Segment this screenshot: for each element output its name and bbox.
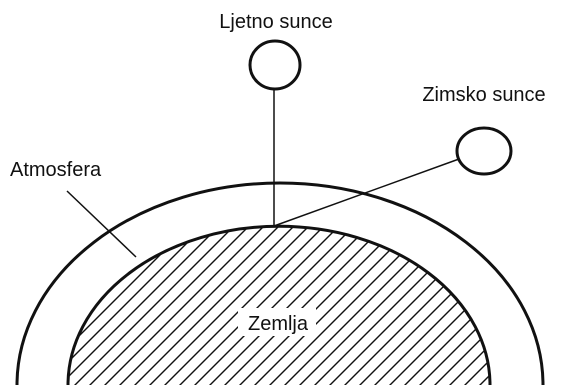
hatch-line bbox=[0, 215, 155, 385]
hatch-line bbox=[200, 215, 380, 385]
hatch-line bbox=[380, 215, 560, 385]
summer-sun-circle bbox=[250, 41, 300, 89]
hatch-line bbox=[0, 215, 110, 385]
hatch-line bbox=[0, 215, 5, 385]
hatch-line bbox=[410, 215, 561, 385]
atmosphere-outline bbox=[17, 183, 543, 385]
hatch-line bbox=[455, 215, 561, 385]
hatch-line bbox=[245, 215, 425, 385]
hatch-line bbox=[155, 215, 335, 385]
hatch-line bbox=[290, 215, 470, 385]
hatch-line bbox=[20, 215, 200, 385]
hatch-line bbox=[260, 215, 440, 385]
hatch-line bbox=[230, 215, 410, 385]
hatch-line bbox=[95, 215, 275, 385]
hatch-line bbox=[530, 215, 561, 385]
hatch-line bbox=[0, 215, 95, 385]
hatch-line bbox=[110, 215, 290, 385]
hatch-line bbox=[65, 215, 245, 385]
hatch-line bbox=[80, 215, 260, 385]
hatch-line bbox=[140, 215, 320, 385]
hatch-line bbox=[50, 215, 230, 385]
winter-sun-ray bbox=[274, 159, 459, 226]
hatch-line bbox=[485, 215, 561, 385]
atmosphere-pointer-line bbox=[67, 191, 136, 257]
winter-sun-circle bbox=[457, 128, 511, 174]
hatch-line bbox=[320, 215, 500, 385]
hatch-line bbox=[545, 215, 561, 385]
earth-hatching bbox=[0, 215, 561, 385]
hatch-line bbox=[470, 215, 561, 385]
hatch-line bbox=[0, 215, 65, 385]
hatch-line bbox=[350, 215, 530, 385]
hatch-line bbox=[515, 215, 561, 385]
hatch-line bbox=[125, 215, 305, 385]
hatch-line bbox=[185, 215, 365, 385]
atmosphere-label: Atmosfera bbox=[10, 159, 102, 181]
winter-sun-label: Zimsko sunce bbox=[422, 84, 545, 106]
summer-sun-label: Ljetno sunce bbox=[219, 11, 332, 33]
hatch-line bbox=[395, 215, 561, 385]
hatch-line bbox=[0, 215, 20, 385]
hatch-line bbox=[500, 215, 561, 385]
hatch-line bbox=[170, 215, 350, 385]
hatch-line bbox=[0, 215, 35, 385]
earth-label: Zemlja bbox=[248, 313, 309, 335]
